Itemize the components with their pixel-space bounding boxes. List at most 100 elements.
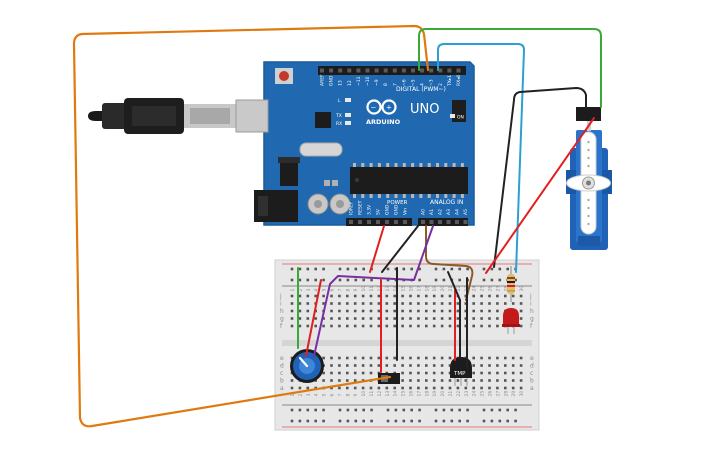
power-pin-label-3: 5V xyxy=(376,208,382,215)
column-number-bottom: 26 xyxy=(488,391,494,397)
column-number-top: 13 xyxy=(385,286,391,292)
column-number-bottom: 2 xyxy=(298,394,304,397)
power-led xyxy=(450,114,455,118)
column-number-bottom: 15 xyxy=(401,391,407,397)
power-pin-label-0: IOREF xyxy=(349,201,355,215)
column-number-top: 5 xyxy=(322,289,328,292)
column-number-top: 12 xyxy=(377,286,383,292)
icsp-header xyxy=(452,100,466,122)
servo-horn xyxy=(566,131,611,235)
brand-label: ARDUINO xyxy=(366,118,401,126)
wire-green-servo xyxy=(418,28,602,108)
digital-pin-label-3: 12 xyxy=(347,80,353,86)
column-number-top: 2 xyxy=(298,289,304,292)
row-letter-right: d xyxy=(530,363,534,370)
led-label-tx: TX xyxy=(335,113,342,119)
row-letter-left: h xyxy=(280,308,284,315)
wire-black-rail xyxy=(447,271,461,359)
column-number-bottom: 24 xyxy=(472,391,478,397)
digital-pin-label-5: ~10 xyxy=(365,76,371,86)
row-letter-left: d xyxy=(280,363,284,370)
column-number-top: 19 xyxy=(432,286,438,292)
row-letter-left: f xyxy=(280,323,283,330)
wires xyxy=(72,24,602,428)
column-number-bottom: 28 xyxy=(503,391,509,397)
power-pin-label-2: 3.3V xyxy=(367,204,373,215)
column-number-bottom: 9 xyxy=(353,394,359,397)
column-number-top: 26 xyxy=(488,286,494,292)
column-number-top: 21 xyxy=(448,286,454,292)
servo-motor xyxy=(566,107,612,250)
column-number-bottom: 14 xyxy=(393,391,399,397)
column-number-top: 6 xyxy=(330,289,336,292)
column-number-top: 11 xyxy=(369,286,375,292)
column-number-bottom: 4 xyxy=(314,394,320,397)
column-number-top: 20 xyxy=(440,286,446,292)
digital-pin-label-13: 2 xyxy=(438,83,444,86)
column-number-top: 10 xyxy=(361,286,367,292)
crystal-oscillator xyxy=(299,142,343,157)
column-number-bottom: 23 xyxy=(464,391,470,397)
row-letter-right: j xyxy=(529,293,532,300)
status-leds: L TX RX xyxy=(335,98,351,127)
potentiometer[interactable] xyxy=(290,349,324,383)
digital-pin-label-1: GND xyxy=(329,75,335,86)
model-label: UNO xyxy=(410,102,439,117)
column-number-bottom: 19 xyxy=(432,391,438,397)
analog-pin-label-3: A3 xyxy=(446,209,452,215)
analog-pin-label-4: A4 xyxy=(455,209,461,215)
analog-pin-label-2: A2 xyxy=(438,209,444,215)
column-number-top: 18 xyxy=(424,286,430,292)
column-number-bottom: 18 xyxy=(424,391,430,397)
digital-pin-label-10: ~5 xyxy=(411,79,417,86)
column-number-top: 7 xyxy=(337,289,343,292)
column-number-bottom: 1 xyxy=(290,394,296,397)
column-number-bottom: 6 xyxy=(330,394,336,397)
column-number-bottom: 3 xyxy=(306,394,312,397)
led-label-rx: RX xyxy=(336,121,342,127)
digital-pin-label-2: 13 xyxy=(338,80,344,86)
column-number-top: 30 xyxy=(519,286,525,292)
digital-pin-label-11: 4 xyxy=(420,83,426,86)
column-number-top: 28 xyxy=(503,286,509,292)
sensor-label: TMP xyxy=(453,371,466,377)
column-number-top: 22 xyxy=(456,286,462,292)
digital-pin-label-12: ~3 xyxy=(429,79,435,86)
svg-text:+: + xyxy=(386,104,392,112)
power-header-label: POWER xyxy=(387,200,408,206)
column-number-top: 4 xyxy=(314,289,320,292)
wire-red-5v xyxy=(369,225,385,273)
power-pin-label-5: GND xyxy=(394,204,400,215)
digital-pin-label-8: 7 xyxy=(392,83,398,86)
row-letter-right: h xyxy=(530,308,534,315)
wire-orange xyxy=(72,24,430,428)
column-number-bottom: 30 xyxy=(519,391,525,397)
column-number-top: 17 xyxy=(416,286,422,292)
column-number-bottom: 21 xyxy=(448,391,454,397)
column-number-bottom: 25 xyxy=(480,391,486,397)
row-letter-right: c xyxy=(530,370,533,377)
column-number-bottom: 12 xyxy=(377,391,383,397)
wire-brown xyxy=(425,225,474,301)
row-letter-right: g xyxy=(530,316,534,323)
chip-pins-bottom xyxy=(353,194,464,198)
usb-cable xyxy=(88,98,236,134)
column-number-bottom: 7 xyxy=(337,394,343,397)
column-number-top: 24 xyxy=(472,286,478,292)
analog-pin-label-1: A1 xyxy=(429,209,435,215)
wire-blue xyxy=(437,43,525,273)
column-number-bottom: 17 xyxy=(416,391,422,397)
chip-pins-top xyxy=(353,163,464,167)
on-label: ON xyxy=(457,115,464,121)
column-number-top: 1 xyxy=(290,289,296,292)
digital-pin-label-4: ~11 xyxy=(356,76,362,86)
column-number-bottom: 22 xyxy=(456,391,462,397)
arduino-logo: − + xyxy=(366,99,397,115)
row-letter-left: j xyxy=(279,293,282,300)
digital-pin-label-14: TX▸1 xyxy=(447,75,453,87)
row-letter-left: c xyxy=(280,370,283,377)
row-letter-left: i xyxy=(280,301,282,308)
